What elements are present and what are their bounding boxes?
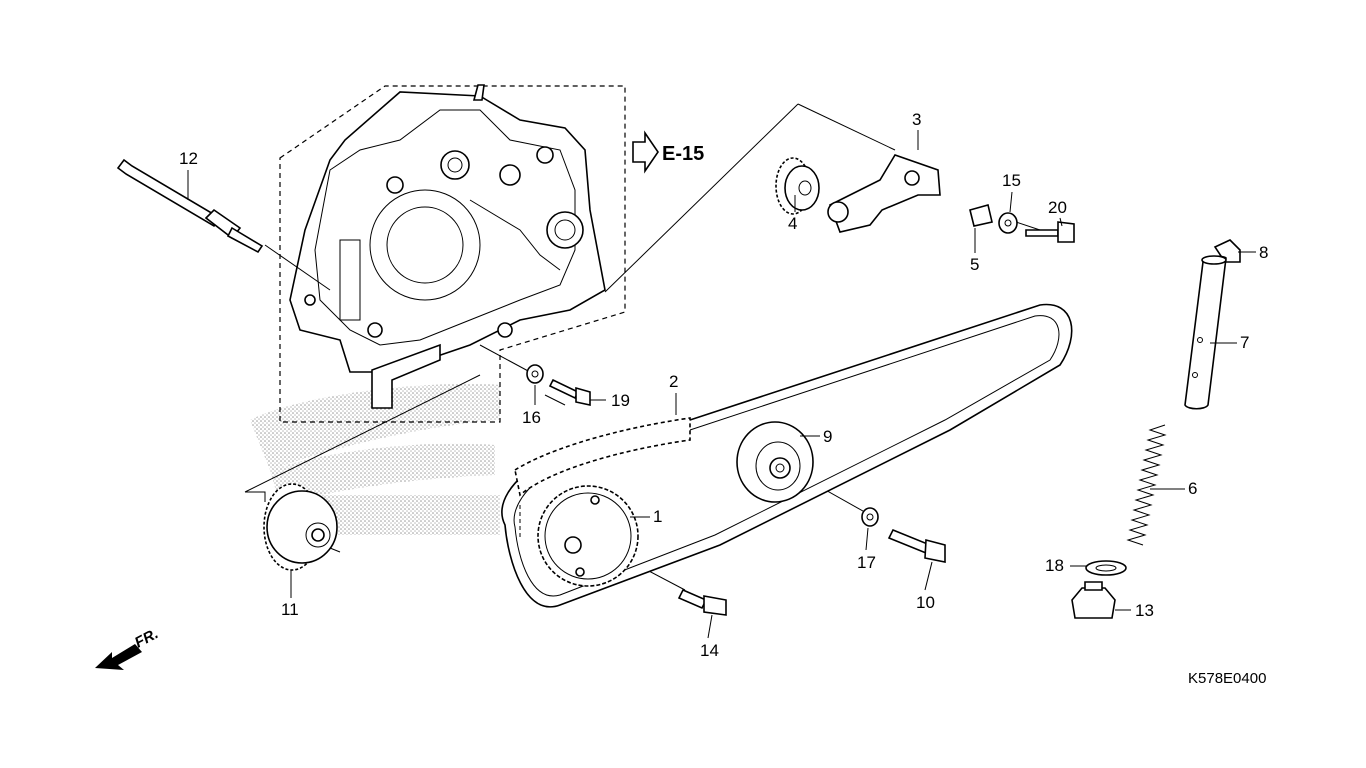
part-16-washer bbox=[526, 364, 544, 384]
part-1-cam-sprocket bbox=[537, 485, 639, 587]
callout-ticks bbox=[187, 130, 1256, 639]
part-17-washer bbox=[861, 507, 879, 527]
callout-13: 13 bbox=[1135, 601, 1154, 620]
callout-9: 9 bbox=[823, 427, 832, 446]
front-direction-arrow: FR. bbox=[95, 625, 161, 670]
callout-18: 18 bbox=[1045, 556, 1064, 575]
part-6-spring bbox=[1126, 424, 1167, 546]
callout-19: 19 bbox=[611, 391, 630, 410]
callout-7: 7 bbox=[1240, 333, 1249, 352]
callout-16: 16 bbox=[522, 408, 541, 427]
part-10-bolt bbox=[887, 528, 946, 563]
part-11-sprocket bbox=[263, 483, 338, 571]
callout-14: 14 bbox=[700, 641, 719, 660]
callout-2: 2 bbox=[669, 372, 678, 391]
callout-6: 6 bbox=[1188, 479, 1197, 498]
callout-3: 3 bbox=[912, 110, 921, 129]
reference-arrow-e15: E-15 bbox=[632, 130, 704, 174]
part-3-tensioner-arm bbox=[827, 154, 941, 233]
part-12-stud-bolt bbox=[116, 158, 264, 254]
callout-11: 11 bbox=[281, 600, 299, 619]
part-9-tensioner-roller bbox=[736, 421, 814, 503]
part-7-pusher-tube bbox=[1184, 255, 1227, 410]
callout-17: 17 bbox=[857, 553, 876, 572]
callout-labels: 1 2 3 4 5 6 7 8 9 10 11 12 13 14 15 16 1… bbox=[179, 110, 1268, 660]
part-5-collar bbox=[969, 204, 993, 227]
callout-4: 4 bbox=[788, 214, 797, 233]
diagram-code: K578E0400 bbox=[1188, 670, 1266, 687]
callout-10: 10 bbox=[916, 593, 935, 612]
callout-5: 5 bbox=[970, 255, 979, 274]
part-13-sealing-bolt bbox=[1071, 581, 1116, 619]
reference-label: E-15 bbox=[662, 143, 704, 165]
part-15-washer bbox=[998, 212, 1018, 234]
callout-12: 12 bbox=[179, 149, 198, 168]
crankcase-illustration bbox=[289, 84, 606, 409]
callout-8: 8 bbox=[1259, 243, 1268, 262]
part-4-tensioner-sprocket bbox=[775, 157, 820, 215]
callout-20: 20 bbox=[1048, 198, 1067, 217]
crankcase-boundary bbox=[279, 85, 626, 423]
callout-15: 15 bbox=[1002, 171, 1021, 190]
part-19-bolt bbox=[548, 378, 591, 406]
part-18-sealing-washer bbox=[1085, 560, 1127, 576]
part-14-bolt bbox=[677, 588, 727, 616]
part-20-bolt bbox=[1025, 221, 1075, 243]
callout-1: 1 bbox=[653, 507, 662, 526]
